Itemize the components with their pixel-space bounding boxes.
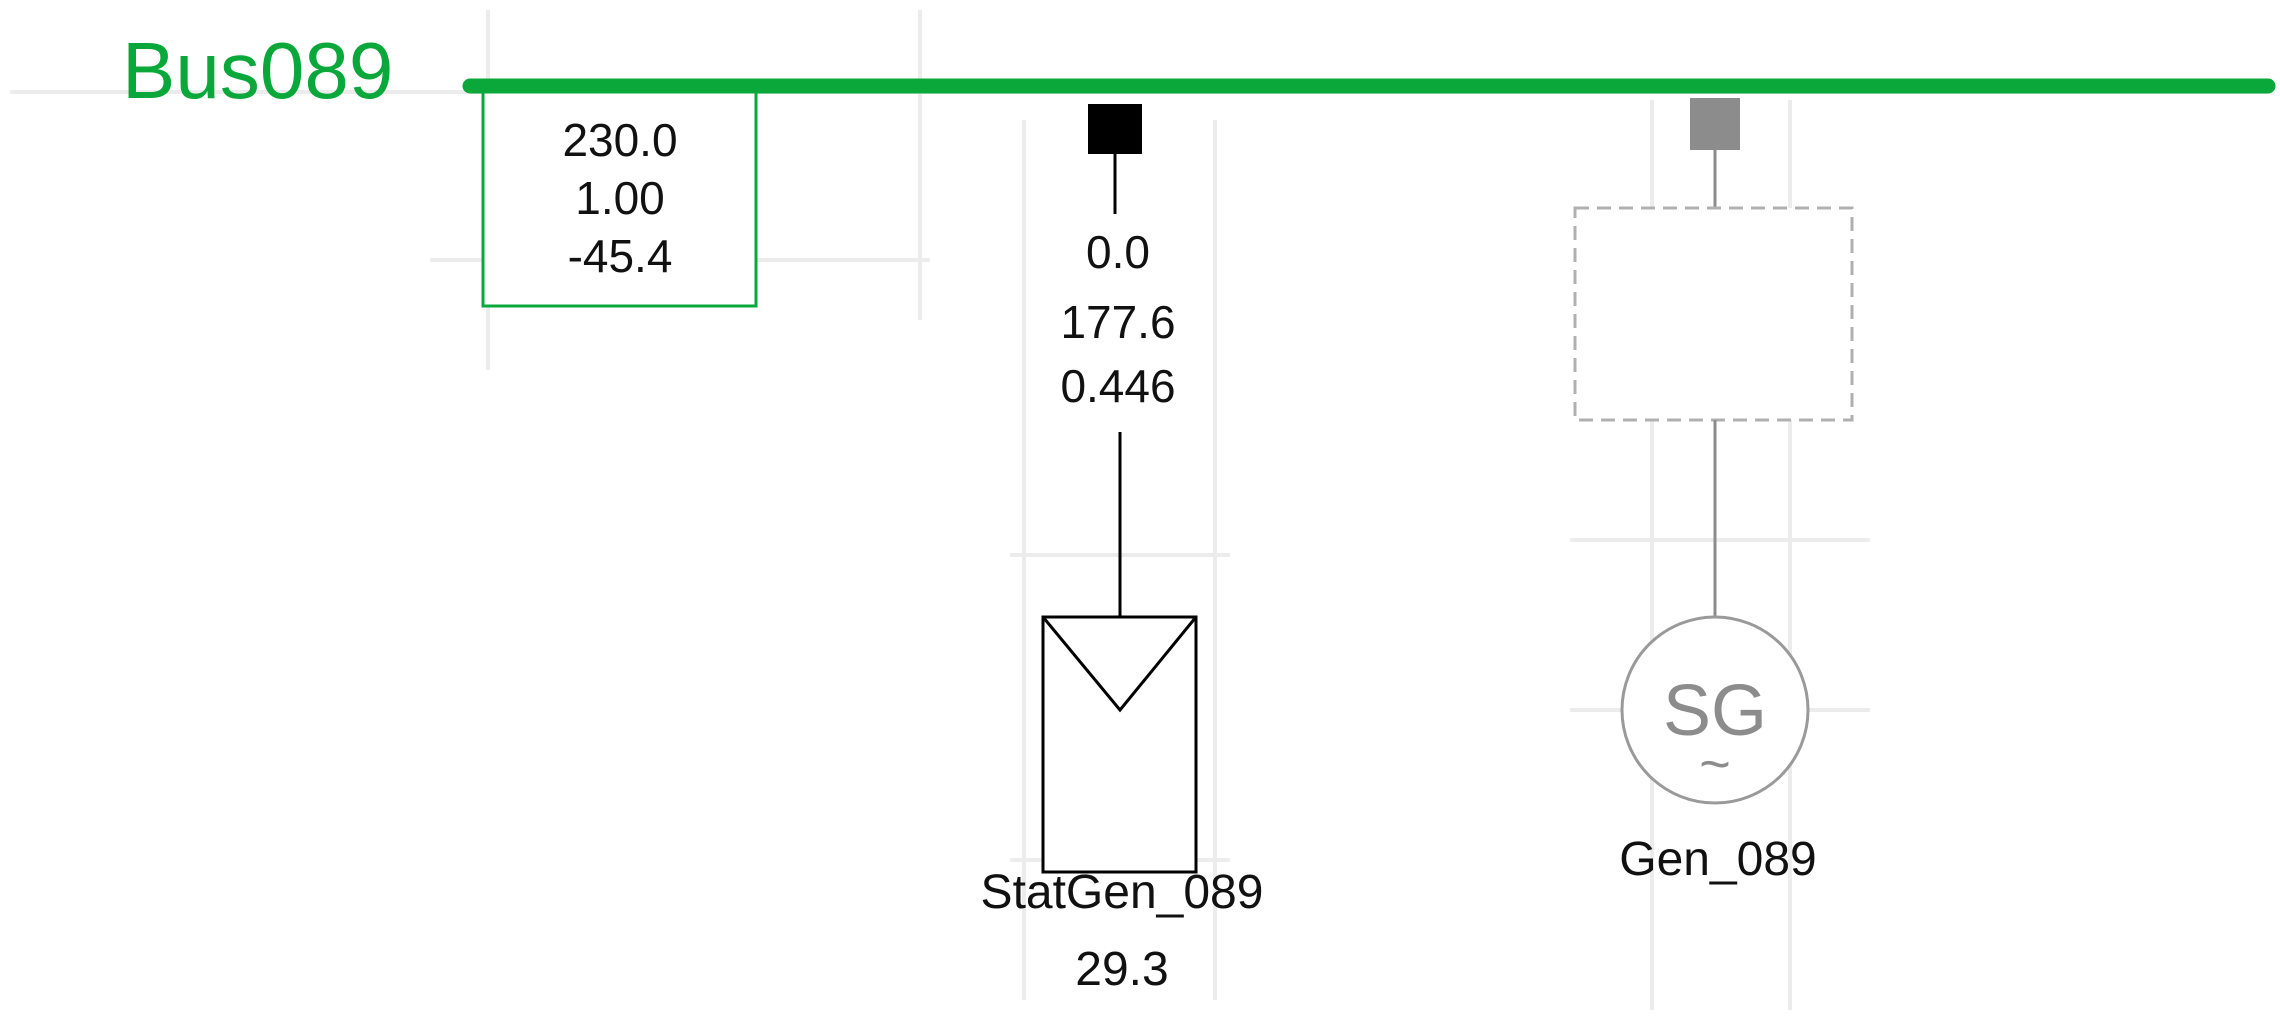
synchronous-generator-result-box[interactable] [1573, 206, 1854, 422]
static-generator-name: StatGen_089 [981, 866, 1264, 919]
synchronous-generator-tilde: ~ [1699, 734, 1731, 794]
busbar[interactable]: Bus089 [122, 26, 2276, 115]
breaker-closed-icon[interactable] [1088, 104, 1142, 154]
bus-voltage-angle: -45.4 [568, 230, 673, 282]
static-generator-branch[interactable]: 0.0 177.6 0.446 StatGen_089 29.3 [981, 104, 1264, 996]
static-generator-flow-3: 0.446 [1060, 360, 1175, 412]
bus-name-label: Bus089 [122, 26, 393, 115]
bus-result-box[interactable]: 230.0 1.00 -45.4 [481, 90, 758, 308]
synchronous-generator-name: Gen_089 [1619, 833, 1817, 886]
bus-voltage-kv: 230.0 [562, 114, 677, 166]
static-generator-flow-2: 177.6 [1060, 296, 1175, 348]
synchronous-generator-icon[interactable]: SG ~ [1620, 615, 1810, 805]
breaker-open-icon[interactable] [1690, 98, 1740, 150]
static-generator-flow-1: 0.0 [1086, 226, 1150, 278]
synchronous-generator-symbol: SG [1663, 671, 1767, 751]
pv-array-icon[interactable] [1041, 615, 1198, 874]
synchronous-generator-branch[interactable]: SG ~ Gen_089 [1573, 98, 1854, 886]
static-generator-loading: 29.3 [1075, 943, 1168, 996]
bus-voltage-pu: 1.00 [575, 172, 665, 224]
